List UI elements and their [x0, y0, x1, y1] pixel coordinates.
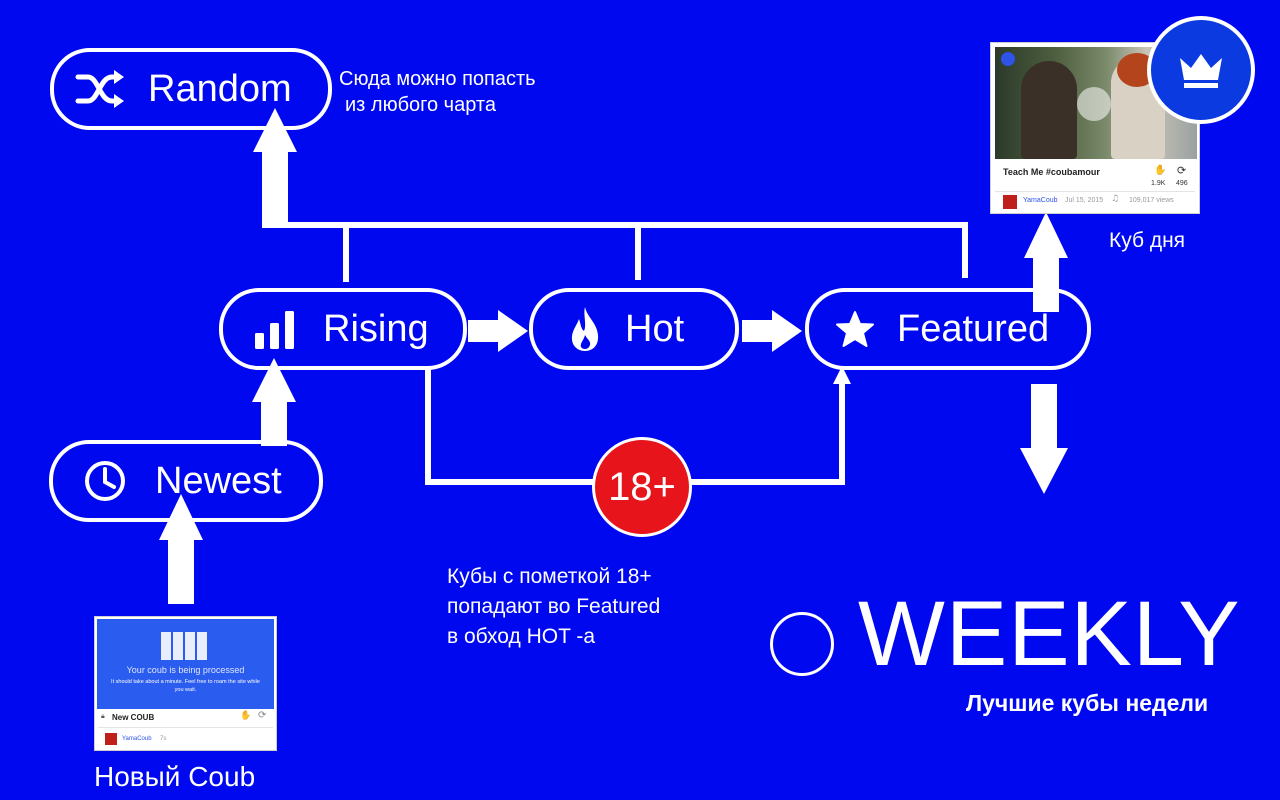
new-coub-title[interactable]: New COUB [112, 713, 155, 722]
avatar[interactable] [1003, 195, 1017, 209]
arrow-hot-to-featured [742, 310, 802, 352]
node-featured[interactable]: Featured [805, 288, 1091, 370]
recoub-icon[interactable]: ⟳ [1177, 164, 1187, 177]
weekly-subtitle: Лучшие кубы недели [966, 690, 1209, 716]
adult-badge: 18+ [592, 437, 692, 537]
avatar[interactable] [105, 733, 117, 745]
weekly-title: WEEKLY [858, 583, 1241, 685]
arrow-to-random [253, 108, 297, 228]
crown-icon [1180, 54, 1222, 88]
lock-icon: 🔒︎ [101, 712, 105, 720]
coub-title[interactable]: Teach Me #coubamour [1003, 167, 1100, 177]
coub-views: 109,017 views [1129, 197, 1174, 204]
recoub-icon[interactable]: ⟳ [258, 710, 267, 721]
new-coub-card[interactable]: Your coub is being processed It should t… [94, 616, 277, 751]
arrow-rising-to-hot [468, 310, 528, 352]
random-note: Сюда можно попасть из любого чарта [339, 68, 536, 116]
post-time: 7s [160, 736, 167, 742]
node-label: Random [148, 67, 292, 110]
node-hot[interactable]: Hot [529, 288, 739, 370]
arrow-featured-to-weekly [1020, 384, 1068, 494]
arrow-newest-to-rising [252, 358, 296, 446]
like-icon[interactable]: ✋ [240, 711, 252, 721]
flame-icon [571, 307, 599, 351]
divider [995, 191, 1195, 192]
coub-date: Jul 15, 2015 [1065, 197, 1104, 204]
arrow-18-to-featured [833, 366, 851, 384]
weekly-circle-icon [770, 612, 834, 676]
node-label: Hot [625, 307, 685, 350]
shuffle-icon [75, 70, 124, 108]
recoubs-count: 496 [1176, 180, 1188, 187]
person-silhouette [1021, 61, 1077, 159]
new-coub-label: Новый Coub [94, 761, 256, 792]
node-newest[interactable]: Newest [49, 440, 323, 522]
crown-badge [1147, 16, 1255, 124]
node-label: Featured [897, 307, 1050, 350]
clock-icon [85, 461, 125, 501]
processing-panel: Your coub is being processed It should t… [97, 619, 274, 709]
node-label: Newest [155, 459, 282, 502]
bar-chart-icon [255, 311, 294, 349]
adult-note: Кубы с пометкой 18+ попадают во Featured… [447, 565, 661, 648]
node-random[interactable]: Random [50, 48, 332, 130]
author-link[interactable]: YamaCoub [122, 736, 152, 742]
likes-count: 1.9K [1151, 180, 1166, 187]
author-link[interactable]: YamaCoub [1023, 197, 1058, 204]
processing-icon [161, 632, 207, 660]
play-icon[interactable] [1077, 87, 1111, 121]
star-icon [836, 311, 874, 347]
like-icon[interactable]: ✋ [1154, 165, 1167, 176]
divider [98, 727, 273, 728]
coub-of-day-label: Куб дня [1109, 229, 1186, 252]
coub-badge-icon [1001, 52, 1015, 66]
music-icon: ♫ [1111, 194, 1120, 204]
node-label: Rising [323, 307, 429, 350]
arrow-newcoub-to-newest [159, 494, 203, 604]
node-rising[interactable]: Rising [219, 288, 467, 370]
